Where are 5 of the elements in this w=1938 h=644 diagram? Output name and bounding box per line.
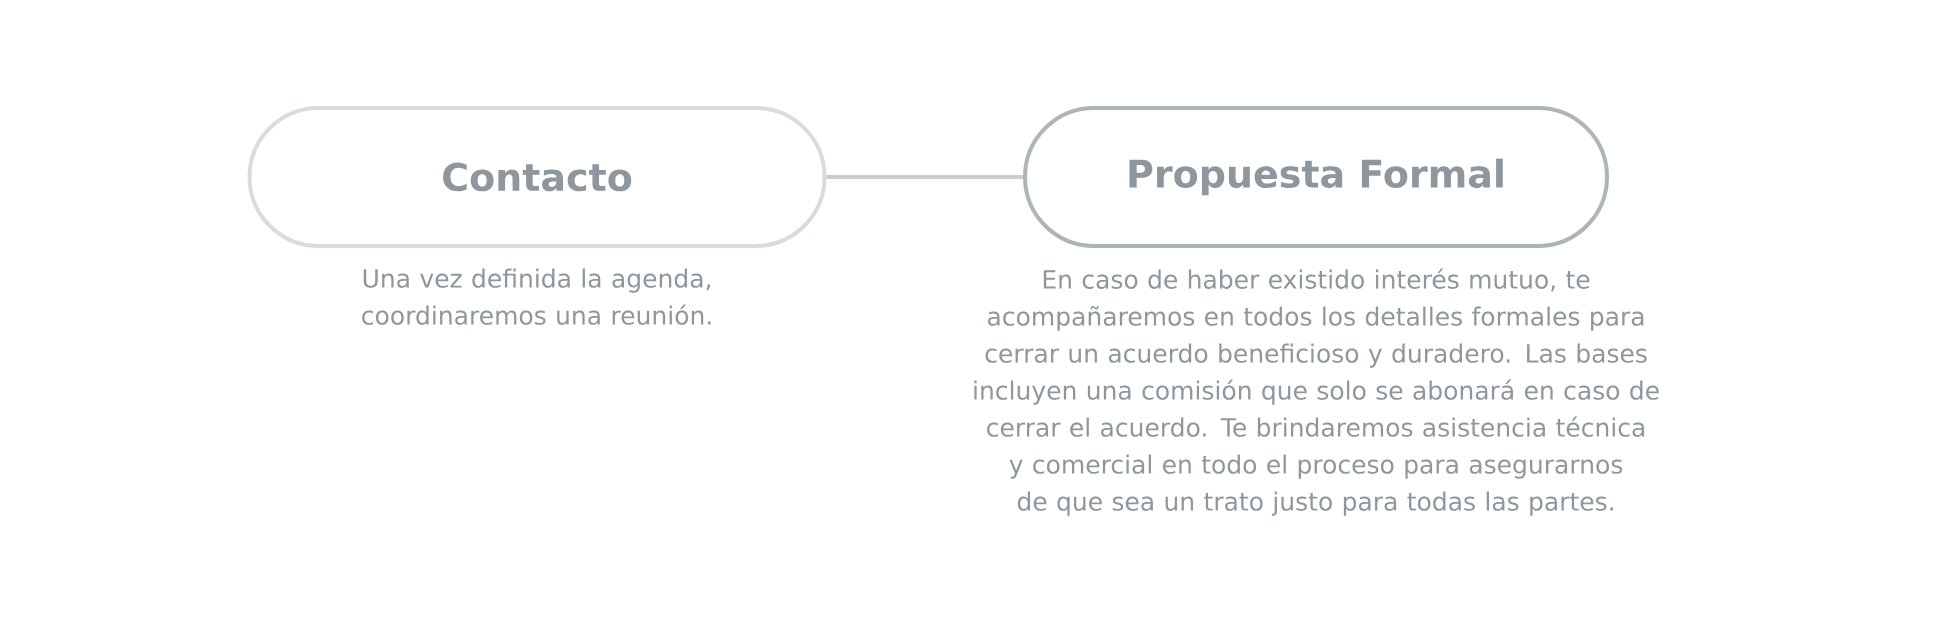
pill-box: Propuesta Formal	[1023, 106, 1609, 248]
description-text: Una vez definida la agenda, coordinaremos una reunión.	[362, 268, 711, 325]
pill-box: Contacto	[247, 106, 827, 248]
connector-line	[826, 175, 1023, 179]
description-text: En caso de haber existido interés mutuo, te acompañaremos en todos los detalles formales para cerrar un acuerdo beneficioso y duradero. Las bases incluyen una comisión que solo se abonará en caso de cerrar el acuerdo. Te brindaremos asistencia técnica y comercial en todo el proceso para asegurarnos de que sea un trato justo para todas las partes.	[974, 268, 1659, 516]
